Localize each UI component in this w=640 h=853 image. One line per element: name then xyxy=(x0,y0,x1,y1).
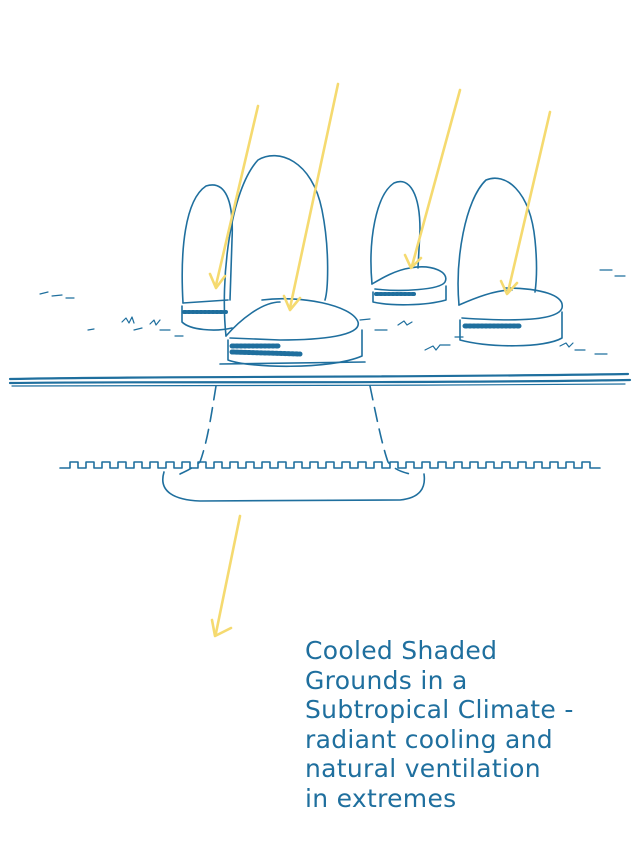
caption-line: radiant cooling and xyxy=(305,724,553,754)
sun-ray-arrow xyxy=(208,104,260,290)
shade-pavilion xyxy=(457,177,563,347)
diagram-caption: Cooled Shaded Grounds in a Subtropical C… xyxy=(305,636,635,813)
water-table-line xyxy=(59,461,601,469)
sun-ray-arrow xyxy=(282,82,340,312)
caption-line: Subtropical Climate - xyxy=(305,695,574,724)
shade-pavilion xyxy=(219,155,366,368)
sun-ray-arrow xyxy=(403,88,462,270)
caption-line: in extremes xyxy=(305,783,457,813)
ground-line xyxy=(8,372,632,387)
caption-line: Grounds in a xyxy=(305,665,468,695)
caption-line: Cooled Shaded xyxy=(305,636,498,665)
sun-ray-arrow xyxy=(499,110,552,296)
caption-line: natural ventilation xyxy=(305,754,541,783)
shade-pavilion xyxy=(370,180,447,306)
underground-shaft xyxy=(179,385,411,475)
cool-reservoir xyxy=(162,471,426,502)
earth-cooling-arrow xyxy=(210,514,242,638)
grass-tufts xyxy=(39,269,626,355)
